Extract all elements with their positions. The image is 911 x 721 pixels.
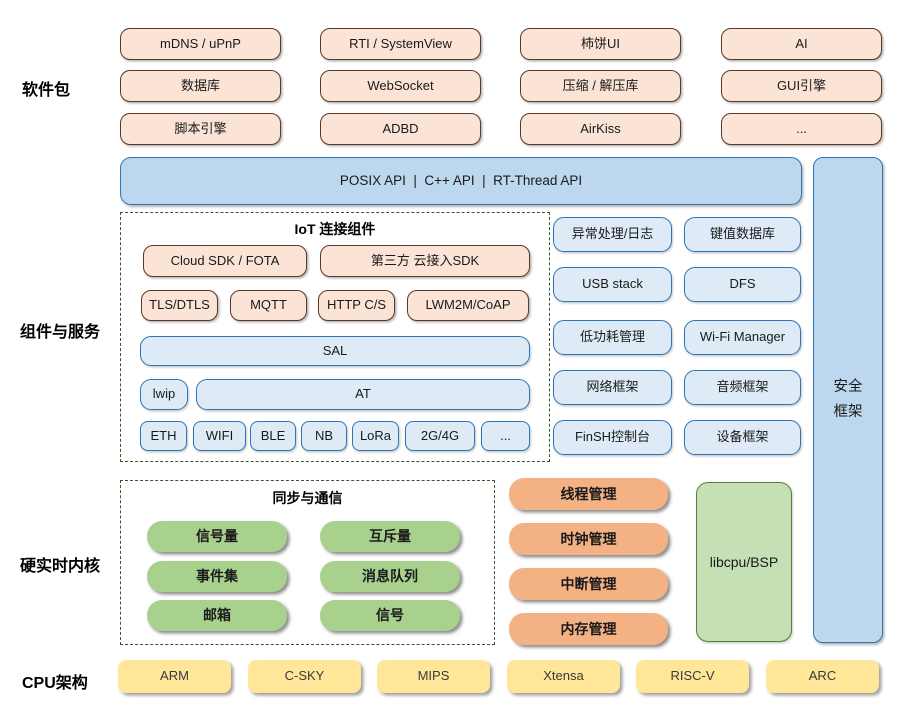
service-box: DFS <box>684 267 801 302</box>
package-box: 压缩 / 解压库 <box>520 70 681 102</box>
iot-thirdparty-box: 第三方 云接入SDK <box>320 245 530 277</box>
service-box: 低功耗管理 <box>553 320 672 355</box>
section-label-kernel: 硬实时内核 <box>20 558 101 575</box>
service-box: 异常处理/日志 <box>553 217 672 252</box>
link-box: LoRa <box>352 421 399 451</box>
section-label-components: 组件与服务 <box>20 324 101 341</box>
sync-frame-title: 同步与通信 <box>272 490 343 506</box>
sync-box: 互斥量 <box>320 521 460 552</box>
service-box: Wi-Fi Manager <box>684 320 801 355</box>
package-box: 脚本引擎 <box>120 113 281 145</box>
security-framework-bar: 安全 框架 <box>813 157 883 643</box>
service-box: 键值数据库 <box>684 217 801 252</box>
sync-frame <box>120 480 495 645</box>
service-box: USB stack <box>553 267 672 302</box>
sal-box: SAL <box>140 336 530 366</box>
package-box: ... <box>721 113 882 145</box>
sync-box: 事件集 <box>147 561 287 592</box>
kernel-mgmt-box: 线程管理 <box>509 478 668 510</box>
section-label-cpu: CPU架构 <box>22 675 88 692</box>
package-box: ADBD <box>320 113 481 145</box>
libcpu-bsp-box: libcpu/BSP <box>696 482 792 642</box>
package-box: AI <box>721 28 882 60</box>
kernel-mgmt-box: 中断管理 <box>509 568 668 600</box>
section-label-packages: 软件包 <box>22 82 71 99</box>
lwip-box: lwip <box>140 379 188 410</box>
link-box: WIFI <box>193 421 246 451</box>
iot-protocol-box: MQTT <box>230 290 307 321</box>
security-framework-line1: 安全 <box>833 379 863 396</box>
security-framework-line2: 框架 <box>833 404 863 420</box>
iot-frame-title: IoT 连接组件 <box>294 221 376 237</box>
link-box: 2G/4G <box>405 421 475 451</box>
package-box: GUI引擎 <box>721 70 882 102</box>
service-box: FinSH控制台 <box>553 420 672 455</box>
package-box: AirKiss <box>520 113 681 145</box>
package-box: 柿饼UI <box>520 28 681 60</box>
package-box: 数据库 <box>120 70 281 102</box>
kernel-mgmt-box: 时钟管理 <box>509 523 668 555</box>
link-box: ... <box>481 421 530 451</box>
iot-frame <box>120 212 550 462</box>
api-bar: POSIX API | C++ API | RT-Thread API <box>120 157 802 205</box>
link-box: NB <box>301 421 347 451</box>
sync-box: 消息队列 <box>320 561 460 592</box>
kernel-mgmt-box: 内存管理 <box>509 613 668 645</box>
sync-box: 邮箱 <box>147 600 287 631</box>
service-box: 音频框架 <box>684 370 801 405</box>
package-box: mDNS / uPnP <box>120 28 281 60</box>
service-box: 设备框架 <box>684 420 801 455</box>
cpu-arch-box: C-SKY <box>248 660 361 693</box>
sync-box: 信号量 <box>147 521 287 552</box>
sync-box: 信号 <box>320 600 460 631</box>
cpu-arch-box: MIPS <box>377 660 490 693</box>
iot-protocol-box: HTTP C/S <box>318 290 395 321</box>
cpu-arch-box: RISC-V <box>636 660 749 693</box>
iot-cloud-sdk-box: Cloud SDK / FOTA <box>143 245 307 277</box>
service-box: 网络框架 <box>553 370 672 405</box>
iot-protocol-box: LWM2M/CoAP <box>407 290 529 321</box>
iot-protocol-box: TLS/DTLS <box>141 290 218 321</box>
cpu-arch-box: ARM <box>118 660 231 693</box>
link-box: ETH <box>140 421 187 451</box>
package-box: WebSocket <box>320 70 481 102</box>
package-box: RTI / SystemView <box>320 28 481 60</box>
cpu-arch-box: ARC <box>766 660 879 693</box>
at-box: AT <box>196 379 530 410</box>
link-box: BLE <box>250 421 296 451</box>
cpu-arch-box: Xtensa <box>507 660 620 693</box>
